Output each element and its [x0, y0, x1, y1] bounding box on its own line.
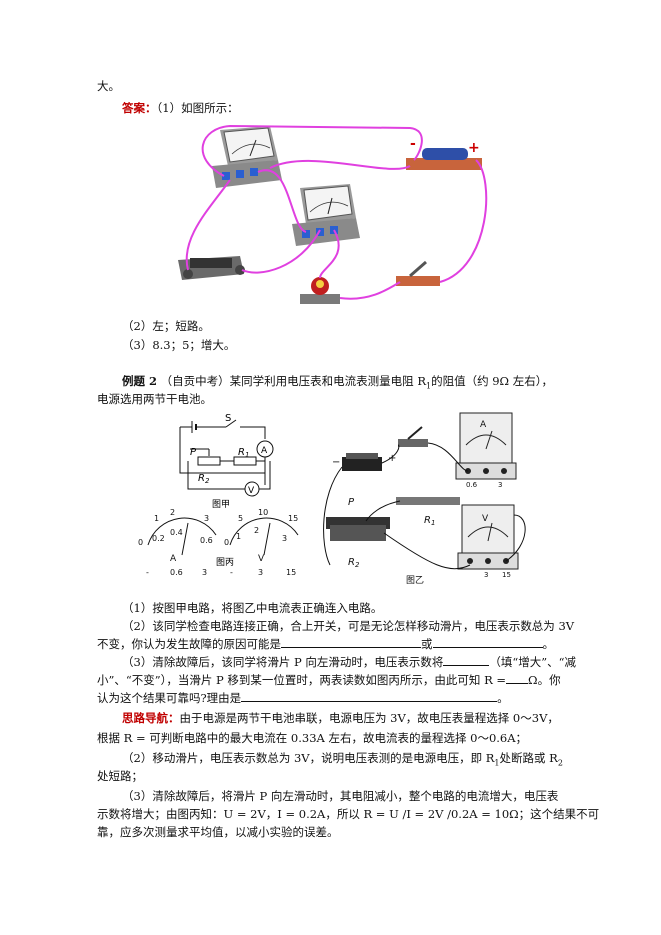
voltmeter-dial [229, 517, 299, 556]
label-S: S [225, 413, 231, 424]
caption-jia: 图甲 [212, 499, 230, 510]
label-R2: R2 [198, 473, 210, 485]
svg-text:3: 3 [498, 481, 502, 489]
svg-text:0.4: 0.4 [170, 528, 183, 537]
label-A: A [261, 446, 268, 456]
svg-text:2: 2 [170, 508, 175, 517]
svg-text:15: 15 [288, 514, 298, 523]
svg-text:0.2: 0.2 [152, 534, 165, 543]
bulb-device [300, 277, 340, 304]
answer-part-2: （2）左；短路。 [122, 319, 210, 333]
svg-text:3: 3 [484, 571, 488, 579]
switch-device [396, 260, 440, 286]
question-1: （1）按图甲电路，将图乙中电流表正确连入电路。 [122, 601, 383, 615]
label-V: V [248, 486, 255, 496]
svg-text:10: 10 [258, 508, 268, 517]
svg-text:3: 3 [282, 534, 287, 543]
schematic-jia [179, 419, 274, 497]
question-2a: （2）该同学检查电路连接正确，合上开关，可是无论怎样移动滑片，电压表示数总为 3… [122, 619, 575, 633]
answer-part-3: （3）8.3；5；增大。 [122, 338, 236, 352]
ammeter-dial [147, 517, 217, 556]
svg-text:0.6: 0.6 [200, 536, 213, 545]
svg-text:-: - [230, 568, 233, 577]
svg-text:2: 2 [254, 526, 259, 535]
answer-circuit-figure: - + [178, 124, 488, 304]
svg-text:P: P [348, 497, 355, 508]
guide-line-7: 靠，应多次测量求平均值，以减小实验的误差。 [97, 825, 339, 839]
battery-minus: − [332, 457, 340, 468]
battery-device: - + [406, 136, 482, 170]
guide-line-3: （2）移动滑片，电压表示数总为 3V，说明电压表测的是电源电压，即 R1处断路或… [122, 751, 563, 768]
question-3a: （3）清除故障后，该同学将滑片 P 向左滑动时，电压表示数将（填“增大”、“减 [122, 655, 577, 669]
question-2b: 不变，你认为发生故障的原因可能是或。 [97, 637, 554, 651]
question-3c: 认为这个结果可靠吗?理由是。 [97, 691, 509, 705]
svg-text:0.6: 0.6 [466, 481, 478, 489]
physical-setup [323, 412, 526, 570]
answer-part-1: （1）如图所示： [156, 101, 239, 115]
svg-text:R1: R1 [424, 515, 435, 527]
ammeter-device [212, 126, 282, 188]
svg-text:15: 15 [286, 568, 296, 577]
guide-line-4: 处短路； [97, 769, 143, 783]
caption-yi: 图乙 [406, 575, 424, 586]
svg-text:-: - [410, 136, 416, 152]
example-line-2: 电源选用两节干电池。 [97, 392, 212, 406]
rheostat-device [178, 256, 245, 280]
svg-text:3: 3 [258, 568, 263, 577]
battery-plus: + [388, 453, 396, 464]
guide-label: 思路导航： [122, 711, 180, 725]
svg-text:-: - [146, 568, 149, 577]
caption-bing: 图丙 [216, 557, 234, 568]
svg-text:A: A [480, 420, 487, 430]
answer-line-1: 答案：（1）如图所示： [122, 100, 239, 116]
question-3b: 小”、“不变”），当滑片 P 移到某一位置时，两表读数如图丙所示，由此可知 R … [97, 673, 561, 687]
continued-text: 大。 [97, 79, 120, 93]
guide-line-1: 思路导航：由于电源是两节干电池串联，电源电压为 3V，故电压表量程选择 0～3V… [122, 711, 559, 725]
svg-text:1: 1 [154, 514, 159, 523]
answer-label: 答案： [122, 101, 157, 115]
guide-line-6: 示数将增大；由图丙知：U = 2V，I = 0.2A，所以 R = U /I =… [97, 807, 600, 821]
svg-text:0: 0 [224, 538, 229, 547]
label-P: P [190, 447, 197, 458]
label-R1: R1 [238, 447, 249, 459]
example-figure: S A V P R1 R2 图甲 0 1 2 3 0.2 0.4 0.6 A -… [138, 412, 526, 586]
guide-line-5: （3）清除故障后，将滑片 P 向左滑动时，其电阻减小，整个电路的电流增大，电压表 [122, 789, 559, 803]
svg-text:15: 15 [502, 571, 511, 579]
voltmeter-device [292, 184, 360, 246]
svg-text:1: 1 [236, 532, 241, 541]
example-line-1: 例题 2 （自贡中考）某同学利用电压表和电流表测量电阻 R1的阻值（约 9Ω 左… [122, 374, 553, 391]
svg-text:0.6: 0.6 [170, 568, 183, 577]
svg-text:3: 3 [204, 514, 209, 523]
svg-text:+: + [468, 140, 480, 156]
svg-text:V: V [258, 554, 265, 564]
svg-text:A: A [170, 554, 177, 564]
svg-text:V: V [482, 514, 489, 524]
guide-line-2: 根据 R = 可判断电路中的最大电流在 0.33A 左右，故电流表的量程选择 0… [97, 731, 528, 745]
svg-text:R2: R2 [348, 557, 360, 569]
svg-text:5: 5 [238, 514, 243, 523]
svg-text:0: 0 [138, 538, 143, 547]
svg-text:3: 3 [202, 568, 207, 577]
example-label: 例题 2 [122, 374, 158, 388]
wires [185, 124, 488, 300]
